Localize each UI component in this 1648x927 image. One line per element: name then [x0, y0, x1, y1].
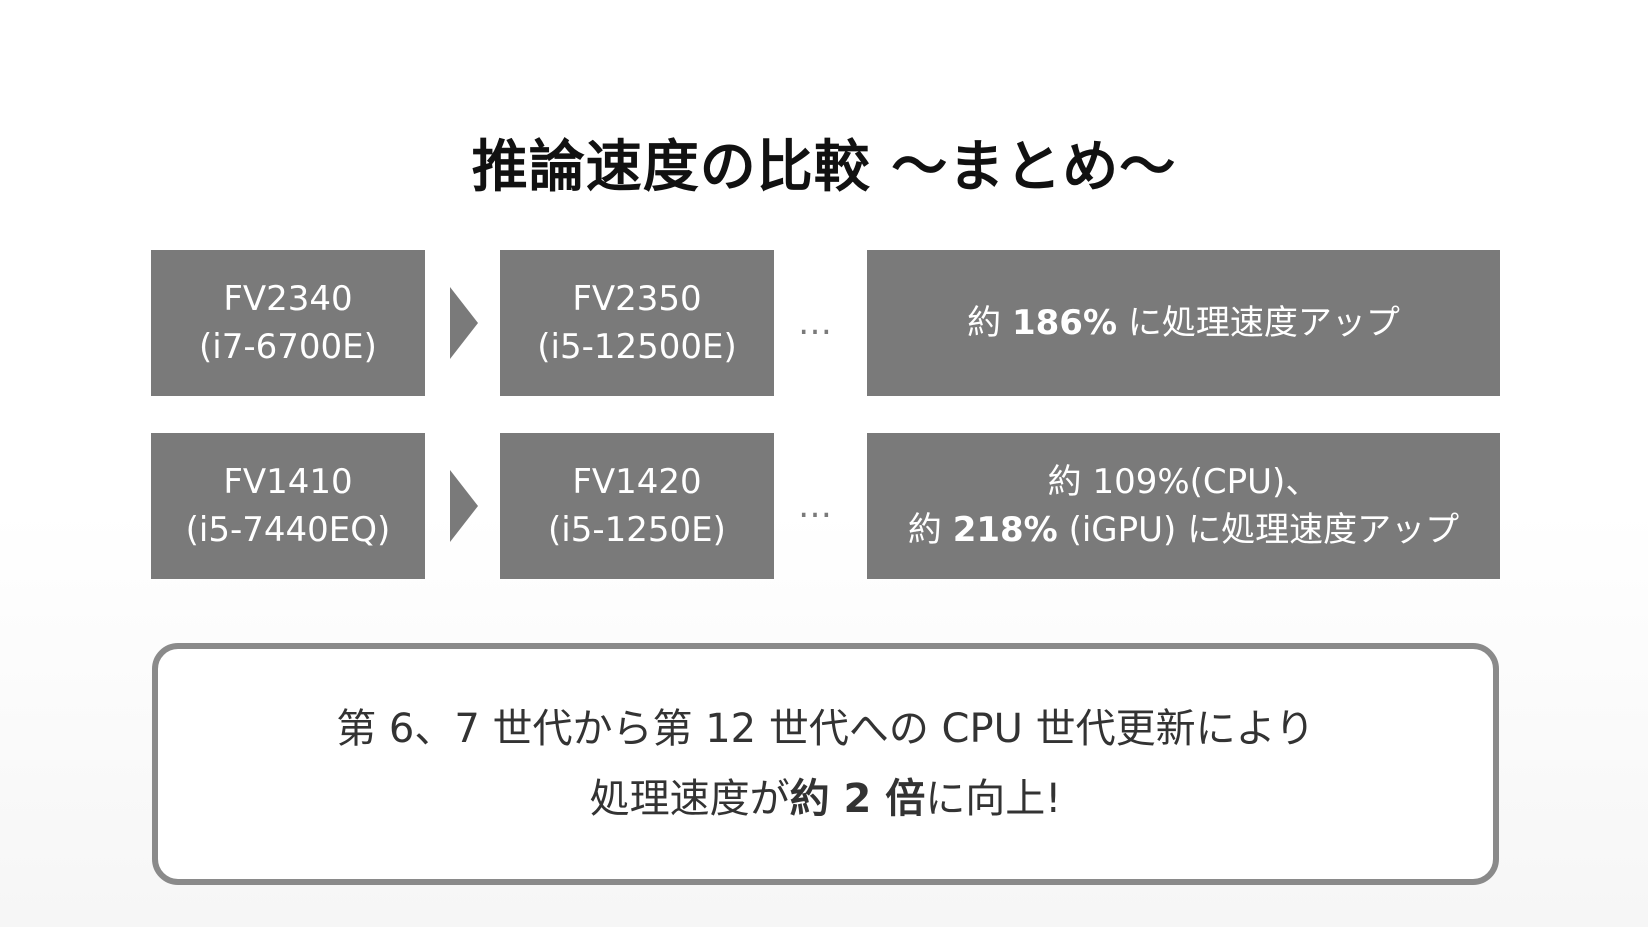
row2-result-suffix: (iGPU) に処理速度アップ	[1068, 510, 1460, 550]
row2-to-box: FV1420 (i5-1250E)	[500, 433, 774, 579]
row2-result-percent: 218%	[952, 510, 1058, 550]
summary-line2-suffix: に向上!	[925, 776, 1062, 822]
summary-box: 第 6、7 世代から第 12 世代への CPU 世代更新により 処理速度が約 2…	[152, 643, 1499, 885]
row1-result-box: 約 186% に処理速度アップ	[867, 250, 1500, 396]
row1-to-model: FV2350	[572, 279, 702, 319]
page-title: 推論速度の比較 ～まとめ～	[471, 135, 1177, 200]
row2-from-model: FV1410	[223, 462, 353, 502]
row1-from-box: FV2340 (i7-6700E)	[151, 250, 425, 396]
row2-from-box: FV1410 (i5-7440EQ)	[151, 433, 425, 579]
row1-result-prefix: 約	[967, 303, 1002, 343]
row1-ellipsis: …	[798, 303, 836, 343]
row2-result-prefix: 約	[907, 510, 942, 550]
row2-result-line2: 約 218% (iGPU) に処理速度アップ	[908, 506, 1459, 554]
summary-line2-highlight: 約 2 倍	[789, 776, 926, 822]
row1-result-percent: 186%	[1011, 303, 1118, 343]
row2-result-line1: 約 109%(CPU)、	[1047, 462, 1320, 502]
row1-to-box: FV2350 (i5-12500E)	[500, 250, 774, 396]
row2-to-cpu: (i5-1250E)	[548, 510, 726, 550]
row2-from-cpu: (i5-7440EQ)	[185, 510, 391, 550]
row2-arrow-icon	[450, 470, 478, 542]
row2-ellipsis: …	[798, 486, 836, 526]
row1-result-suffix: に処理速度アップ	[1127, 303, 1400, 343]
row1-result-line1: 約 186% に処理速度アップ	[967, 299, 1400, 347]
row1-arrow-icon	[450, 287, 478, 359]
row2-to-model: FV1420	[572, 462, 702, 502]
summary-line2-prefix: 処理速度が	[589, 776, 790, 822]
row2-result-box: 約 109%(CPU)、 約 218% (iGPU) に処理速度アップ	[867, 433, 1500, 579]
row1-from-cpu: (i7-6700E)	[199, 327, 377, 367]
summary-line2: 処理速度が約 2 倍に向上!	[590, 764, 1062, 834]
row1-from-model: FV2340	[223, 279, 353, 319]
summary-line1: 第 6、7 世代から第 12 世代への CPU 世代更新により	[336, 706, 1315, 752]
row1-to-cpu: (i5-12500E)	[537, 327, 737, 367]
